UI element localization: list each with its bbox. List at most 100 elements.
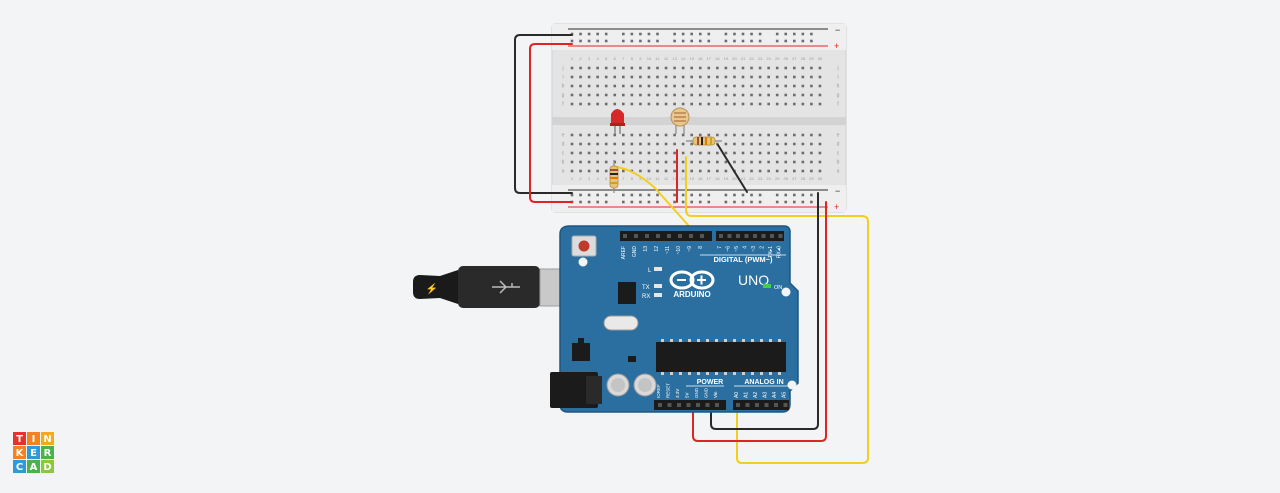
rail-hole[interactable] bbox=[622, 32, 625, 36]
reset-button-cap[interactable] bbox=[578, 240, 590, 252]
terminal-hole[interactable] bbox=[767, 151, 770, 155]
rail-hole[interactable] bbox=[681, 39, 685, 43]
terminal-hole[interactable] bbox=[673, 84, 676, 88]
terminal-hole[interactable] bbox=[716, 66, 719, 70]
digital-pin[interactable] bbox=[761, 234, 766, 238]
rail-hole[interactable] bbox=[784, 193, 788, 197]
rail-hole[interactable] bbox=[656, 39, 659, 43]
terminal-hole[interactable] bbox=[690, 93, 693, 97]
terminal-hole[interactable] bbox=[570, 66, 574, 70]
terminal-hole[interactable] bbox=[664, 93, 668, 97]
terminal-hole[interactable] bbox=[775, 160, 779, 164]
terminal-hole[interactable] bbox=[673, 142, 676, 146]
rail-hole[interactable] bbox=[604, 200, 608, 204]
terminal-hole[interactable] bbox=[681, 84, 685, 88]
terminal-hole[interactable] bbox=[613, 142, 617, 146]
terminal-hole[interactable] bbox=[741, 66, 745, 70]
terminal-hole[interactable] bbox=[784, 169, 788, 173]
terminal-hole[interactable] bbox=[793, 169, 796, 173]
terminal-hole[interactable] bbox=[579, 151, 582, 155]
rail-hole[interactable] bbox=[630, 32, 634, 36]
terminal-hole[interactable] bbox=[681, 160, 685, 164]
terminal-hole[interactable] bbox=[818, 75, 822, 79]
terminal-hole[interactable] bbox=[698, 66, 702, 70]
terminal-hole[interactable] bbox=[758, 142, 762, 146]
terminal-hole[interactable] bbox=[698, 169, 702, 173]
terminal-hole[interactable] bbox=[767, 75, 770, 79]
digital-pin[interactable] bbox=[634, 234, 638, 238]
terminal-hole[interactable] bbox=[596, 66, 599, 70]
rail-hole[interactable] bbox=[775, 32, 779, 36]
terminal-hole[interactable] bbox=[750, 66, 753, 70]
terminal-hole[interactable] bbox=[639, 151, 642, 155]
terminal-hole[interactable] bbox=[622, 93, 625, 97]
terminal-hole[interactable] bbox=[698, 160, 702, 164]
rail-hole[interactable] bbox=[793, 39, 796, 43]
terminal-hole[interactable] bbox=[750, 84, 753, 88]
terminal-hole[interactable] bbox=[613, 75, 617, 79]
terminal-hole[interactable] bbox=[690, 151, 693, 155]
terminal-hole[interactable] bbox=[793, 151, 796, 155]
terminal-hole[interactable] bbox=[775, 66, 779, 70]
terminal-hole[interactable] bbox=[818, 151, 822, 155]
terminal-hole[interactable] bbox=[767, 102, 770, 106]
rail-hole[interactable] bbox=[639, 32, 642, 36]
terminal-hole[interactable] bbox=[690, 84, 693, 88]
rail-hole[interactable] bbox=[622, 39, 625, 43]
terminal-hole[interactable] bbox=[579, 84, 582, 88]
terminal-hole[interactable] bbox=[596, 84, 599, 88]
digital-pin[interactable] bbox=[778, 234, 783, 238]
rail-hole[interactable] bbox=[673, 32, 676, 36]
terminal-hole[interactable] bbox=[622, 102, 625, 106]
terminal-hole[interactable] bbox=[630, 102, 634, 106]
terminal-hole[interactable] bbox=[784, 133, 788, 137]
terminal-hole[interactable] bbox=[818, 93, 822, 97]
terminal-hole[interactable] bbox=[810, 133, 813, 137]
terminal-hole[interactable] bbox=[758, 133, 762, 137]
rail-hole[interactable] bbox=[604, 193, 608, 197]
terminal-hole[interactable] bbox=[758, 93, 762, 97]
rail-hole[interactable] bbox=[596, 39, 599, 43]
rail-hole[interactable] bbox=[681, 200, 685, 204]
terminal-hole[interactable] bbox=[579, 142, 582, 146]
terminal-hole[interactable] bbox=[596, 133, 599, 137]
terminal-hole[interactable] bbox=[579, 133, 582, 137]
terminal-hole[interactable] bbox=[630, 84, 634, 88]
rail-hole[interactable] bbox=[750, 32, 753, 36]
rail-hole[interactable] bbox=[579, 200, 582, 204]
rail-hole[interactable] bbox=[810, 193, 813, 197]
terminal-hole[interactable] bbox=[656, 75, 659, 79]
terminal-hole[interactable] bbox=[758, 66, 762, 70]
rail-hole[interactable] bbox=[656, 200, 659, 204]
terminal-hole[interactable] bbox=[716, 102, 719, 106]
terminal-hole[interactable] bbox=[741, 151, 745, 155]
rail-hole[interactable] bbox=[724, 200, 728, 204]
terminal-hole[interactable] bbox=[801, 93, 805, 97]
terminal-hole[interactable] bbox=[784, 66, 788, 70]
terminal-hole[interactable] bbox=[690, 102, 693, 106]
rail-hole[interactable] bbox=[647, 39, 651, 43]
rail-hole[interactable] bbox=[741, 39, 745, 43]
rail-hole[interactable] bbox=[639, 193, 642, 197]
terminal-hole[interactable] bbox=[793, 75, 796, 79]
terminal-hole[interactable] bbox=[724, 75, 728, 79]
terminal-hole[interactable] bbox=[647, 75, 651, 79]
terminal-hole[interactable] bbox=[630, 75, 634, 79]
rail-hole[interactable] bbox=[596, 32, 599, 36]
analog-pin[interactable] bbox=[755, 403, 759, 407]
terminal-hole[interactable] bbox=[587, 93, 591, 97]
wire-red-left-rail[interactable] bbox=[529, 43, 573, 203]
rail-hole[interactable] bbox=[724, 32, 728, 36]
terminal-hole[interactable] bbox=[630, 160, 634, 164]
terminal-hole[interactable] bbox=[570, 102, 574, 106]
digital-pin[interactable] bbox=[689, 234, 693, 238]
terminal-hole[interactable] bbox=[801, 84, 805, 88]
rail-hole[interactable] bbox=[587, 32, 591, 36]
terminal-hole[interactable] bbox=[681, 142, 685, 146]
terminal-hole[interactable] bbox=[707, 169, 711, 173]
rail-hole[interactable] bbox=[622, 200, 625, 204]
terminal-hole[interactable] bbox=[664, 102, 668, 106]
terminal-hole[interactable] bbox=[622, 151, 625, 155]
terminal-hole[interactable] bbox=[570, 169, 574, 173]
